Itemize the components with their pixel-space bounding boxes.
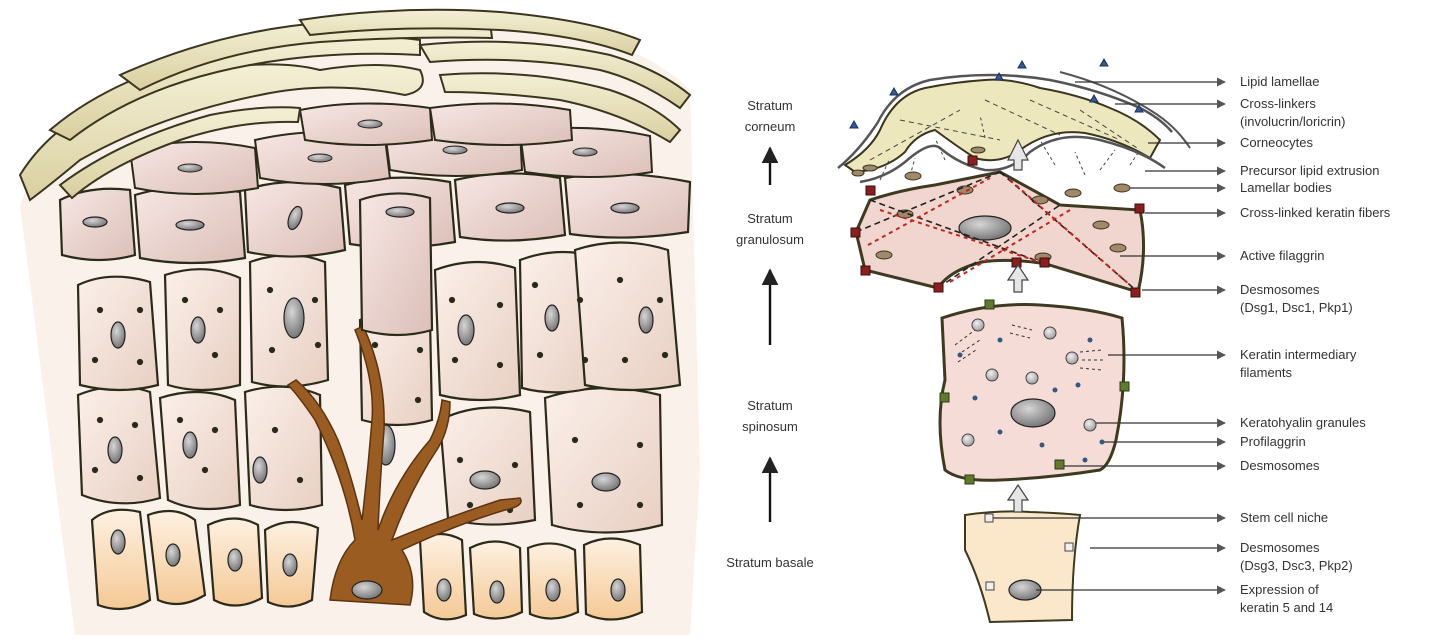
callout-lipid-lamellae: Lipid lamellae bbox=[1240, 73, 1320, 91]
epidermis-section bbox=[20, 10, 700, 635]
callout-cross-linked-keratin-fibers: Cross-linked keratin fibers bbox=[1240, 204, 1390, 222]
callout-active-filaggrin: Active filaggrin bbox=[1240, 247, 1325, 265]
label-stratum-spinosum: Stratum spinosum bbox=[710, 395, 830, 437]
callout-keratohyalin-granules: Keratohyalin granules bbox=[1240, 414, 1366, 432]
callout-desmosomes-lower: Desmosomes (Dsg3, Dsc3, Pkp2) bbox=[1240, 539, 1353, 574]
differentiation-schematic bbox=[838, 59, 1225, 622]
callout-profilaggrin: Profilaggrin bbox=[1240, 433, 1306, 451]
callout-desmosomes-mid: Desmosomes bbox=[1240, 457, 1319, 475]
granular-cell-schematic bbox=[851, 156, 1144, 297]
callout-cross-linkers: Cross-linkers (involucrin/loricrin) bbox=[1240, 95, 1345, 130]
label-stratum-corneum: Stratum corneum bbox=[710, 95, 830, 137]
callout-corneocytes: Corneocytes bbox=[1240, 134, 1313, 152]
basal-cell-schematic bbox=[965, 511, 1080, 622]
callout-keratin-intermediary-filaments: Keratin intermediary filaments bbox=[1240, 346, 1356, 381]
label-stratum-basale: Stratum basale bbox=[710, 552, 830, 573]
spinous-cell-schematic bbox=[940, 300, 1129, 484]
label-stratum-granulosum: Stratum granulosum bbox=[710, 208, 830, 250]
callout-lamellar-bodies: Lamellar bodies bbox=[1240, 179, 1332, 197]
callout-keratin-expression: Expression of keratin 5 and 14 bbox=[1240, 581, 1333, 616]
callout-stem-cell-niche: Stem cell niche bbox=[1240, 509, 1328, 527]
callout-precursor-lipid-extrusion: Precursor lipid extrusion bbox=[1240, 162, 1379, 180]
callout-desmosomes-upper: Desmosomes (Dsg1, Dsc1, Pkp1) bbox=[1240, 281, 1353, 316]
